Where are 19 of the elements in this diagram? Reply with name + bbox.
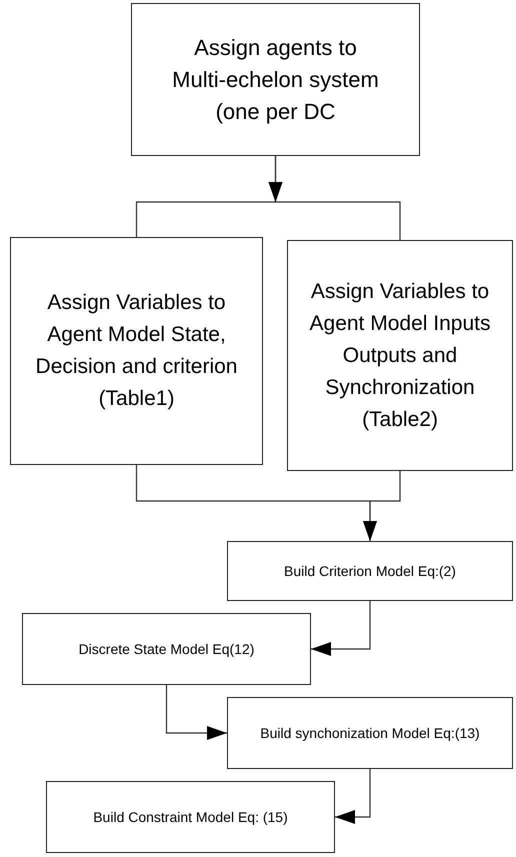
box-text: Build Constraint Model Eq: (15) (93, 808, 288, 827)
process-box (46, 781, 335, 853)
arrow (311, 601, 371, 656)
process-box (227, 697, 513, 769)
box-text: Build synchonization Model Eq:(13) (260, 724, 480, 743)
process-box (10, 237, 263, 465)
arrow (363, 471, 401, 541)
box-text: Build Criterion Model Eq:(2) (284, 562, 456, 580)
box-text: Assign agents to Multi-echelon system (one per DC (172, 34, 379, 126)
box-text: Discrete State Model Eq(12) (78, 640, 254, 658)
box-text: Assign Variables to Agent Model State, Decision and criterion (Table1) (34, 290, 238, 412)
arrow (268, 156, 401, 240)
process-box (227, 541, 513, 601)
arrow (166, 685, 227, 740)
process-box (131, 3, 420, 156)
arrow (335, 769, 371, 824)
box-text: Assign Variables to Agent Model Inputs Outputs and Synchronization (Table2) (308, 278, 492, 432)
process-box (22, 613, 311, 685)
process-box (287, 240, 513, 471)
